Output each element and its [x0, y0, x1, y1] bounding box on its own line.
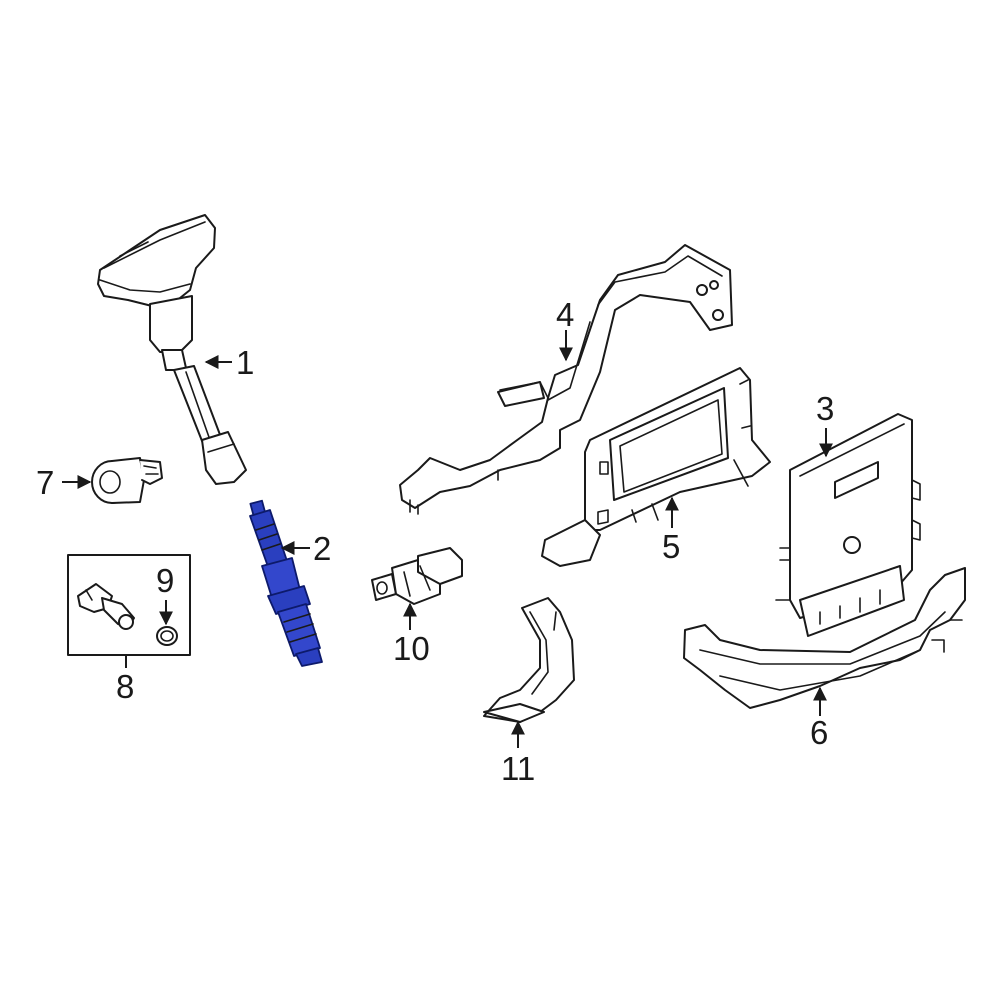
callout-10: 10: [393, 602, 430, 667]
callout-6: 6: [810, 686, 828, 751]
part-11-small-bracket[interactable]: [483, 597, 575, 723]
part-2-spark-plug[interactable]: [249, 499, 323, 667]
part-5-tray[interactable]: [541, 367, 771, 567]
callout-9-label: 9: [156, 562, 174, 599]
callout-2: 2: [280, 530, 331, 567]
part-3-ecu[interactable]: [775, 413, 921, 637]
callout-4-label: 4: [556, 296, 574, 333]
callout-3-label: 3: [816, 390, 834, 427]
callout-1: 1: [204, 344, 254, 381]
callout-8: 8: [116, 655, 134, 705]
callout-7: 7: [36, 464, 92, 501]
callout-11: 11: [501, 720, 535, 787]
callout-4: 4: [556, 296, 574, 362]
part-1-ignition-coil[interactable]: [97, 214, 247, 485]
callout-2-label: 2: [313, 530, 331, 567]
callout-9: 9: [156, 562, 174, 626]
part-9-o-ring[interactable]: [156, 626, 178, 646]
callout-11-label: 11: [501, 750, 535, 787]
callout-5-label: 5: [662, 528, 680, 565]
part-4-bracket[interactable]: [399, 244, 733, 515]
part-10-sensor[interactable]: [371, 547, 463, 605]
callout-5: 5: [662, 496, 680, 565]
callout-10-label: 10: [393, 630, 430, 667]
callout-8-label: 8: [116, 668, 134, 705]
part-8-sensor[interactable]: [77, 583, 135, 630]
part-6-lower-bracket[interactable]: [683, 567, 966, 709]
callout-3: 3: [816, 390, 834, 458]
part-7-sensor[interactable]: [91, 457, 163, 504]
callout-6-label: 6: [810, 714, 828, 751]
callout-7-label: 7: [36, 464, 54, 501]
callout-1-label: 1: [236, 344, 254, 381]
